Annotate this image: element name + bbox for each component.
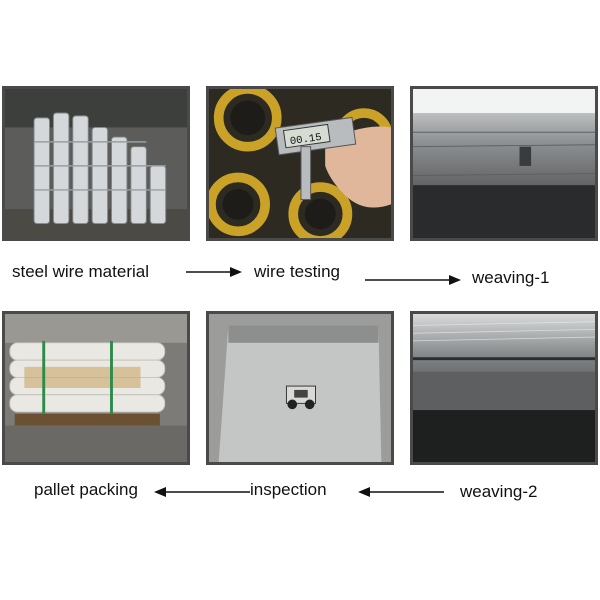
weaving-machine-image-1 — [413, 89, 595, 238]
label-weaving-1: weaving-1 — [472, 268, 550, 287]
label-wire-testing: wire testing — [254, 262, 340, 281]
arrow-left-2 — [358, 487, 444, 497]
label-inspection: inspection — [250, 480, 327, 499]
photo-pallet-packing — [2, 311, 190, 465]
mesh-inspection-image — [209, 314, 391, 462]
arrow-left-1 — [154, 487, 250, 497]
photo-weaving-1 — [410, 86, 598, 241]
label-weaving-2: weaving-2 — [460, 482, 538, 501]
photo-wire-testing: 00.15 — [206, 86, 394, 241]
photo-steel-wire-material — [2, 86, 190, 241]
pallet-packing-image — [5, 314, 187, 462]
photo-inspection — [206, 311, 394, 465]
label-pallet-packing: pallet packing — [34, 480, 138, 499]
caliper-readout: 00.15 — [289, 132, 322, 148]
arrow-right-2 — [365, 275, 461, 285]
label-steel-wire-material: steel wire material — [12, 262, 149, 281]
arrow-right-1 — [186, 267, 242, 277]
photo-weaving-2 — [410, 311, 598, 465]
weaving-machine-image-2 — [413, 314, 595, 462]
caliper-wire-testing-image: 00.15 — [209, 89, 391, 238]
steel-wire-spools-image — [5, 89, 187, 238]
